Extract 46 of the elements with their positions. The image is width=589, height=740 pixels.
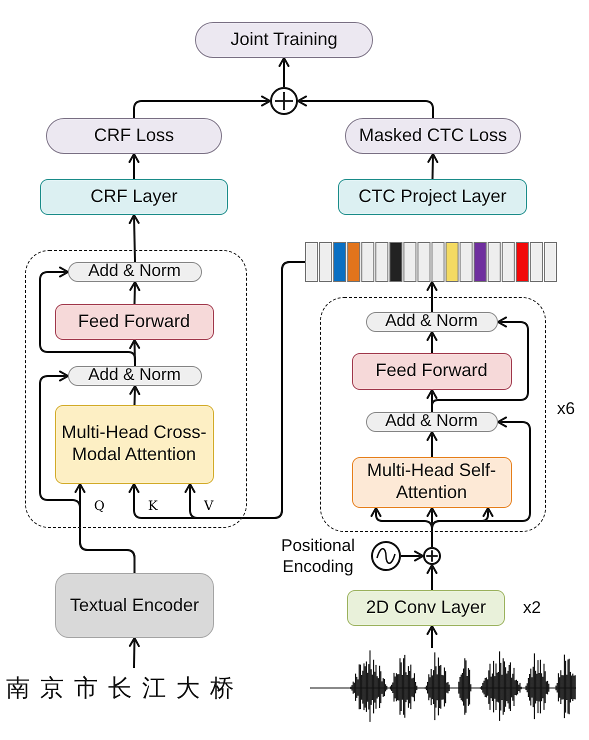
sum-circle xyxy=(270,87,298,115)
sentence-text: 南京市长江大桥 xyxy=(6,668,268,708)
arrow xyxy=(426,625,438,648)
conv-layer-box: 2D Conv Layer xyxy=(347,590,505,626)
arrow xyxy=(426,431,438,457)
add-norm-box: Add & Norm xyxy=(366,412,498,432)
layer-box: CTC Project Layer xyxy=(338,179,527,215)
arrow xyxy=(426,281,438,312)
sine-wave-circle xyxy=(371,541,401,571)
caption-text: Positional Encoding xyxy=(280,535,356,578)
arrow xyxy=(133,96,271,118)
arrow xyxy=(426,564,438,590)
arrow xyxy=(128,214,140,262)
arrow xyxy=(128,637,140,668)
add-norm-box: Add & Norm xyxy=(68,366,202,386)
arrow xyxy=(39,266,136,366)
repeat-count: x6 xyxy=(556,398,576,420)
arrow xyxy=(401,550,424,562)
attention-box: Multi-Head Cross-Modal Attention xyxy=(54,404,214,484)
sum-circle xyxy=(423,547,441,565)
arrow xyxy=(39,370,136,573)
add-norm-box: Add & Norm xyxy=(366,312,498,332)
output-box: Joint Training xyxy=(195,22,373,58)
loss-box: Masked CTC Loss xyxy=(345,118,521,154)
edge-label: Q xyxy=(92,500,107,514)
arrow xyxy=(278,57,290,87)
token-bar xyxy=(305,242,558,282)
arrow xyxy=(297,96,434,118)
dashed-frame xyxy=(320,297,546,532)
feed-forward-box: Feed Forward xyxy=(352,352,512,390)
arrow xyxy=(128,153,140,179)
arrow xyxy=(426,331,438,353)
layer-box: CRF Layer xyxy=(40,179,228,215)
add-norm-box: Add & Norm xyxy=(68,262,202,282)
arrow xyxy=(129,385,140,406)
arrow xyxy=(427,153,438,180)
dashed-frame xyxy=(25,250,247,528)
encoder-box: Textual Encoder xyxy=(55,573,214,638)
attention-box: Multi-Head Self-Attention xyxy=(352,456,512,508)
arrow xyxy=(184,261,305,519)
arrow xyxy=(431,416,531,547)
repeat-count: x2 xyxy=(522,597,542,618)
arrow xyxy=(431,316,529,412)
feed-forward-box: Feed Forward xyxy=(54,304,214,340)
arrow xyxy=(129,281,140,304)
loss-box: CRF Loss xyxy=(46,118,222,154)
